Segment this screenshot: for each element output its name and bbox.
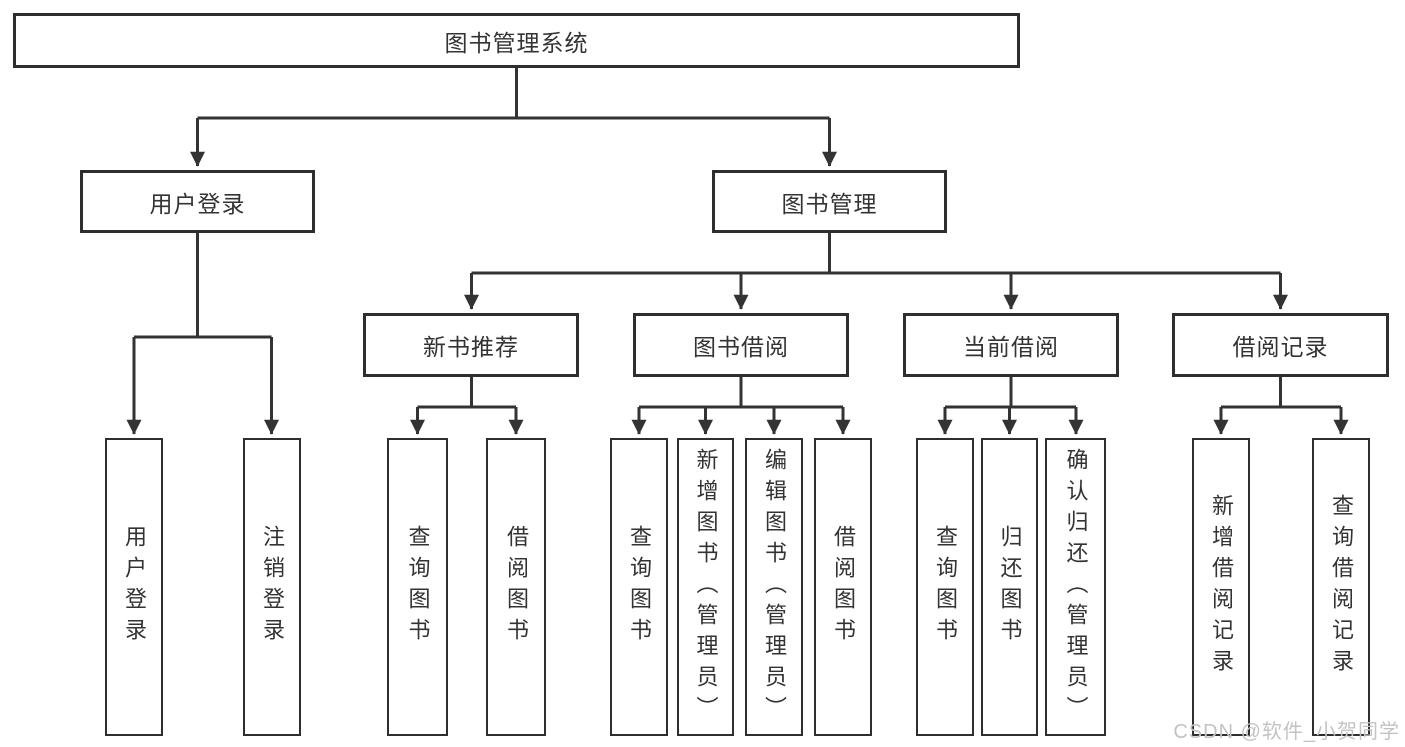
leaf-logout-label: 注销登录: [260, 525, 285, 649]
leaf-user-login-label: 用户登录: [122, 525, 147, 649]
leaf-current-return-books: 归还图书: [981, 438, 1038, 736]
leaf-user-login: 用户登录: [105, 438, 163, 736]
leaf-records-add-record: 新增借阅记录: [1192, 438, 1250, 736]
leaf-records-add-record-label: 新增借阅记录: [1209, 494, 1234, 680]
leaf-borrowing-edit-books-admin-label: 编辑图书（管理员）: [762, 447, 787, 727]
csdn-watermark: CSDN @软件_小贺同学: [1173, 721, 1400, 743]
node-book-management-label: 图书管理: [781, 190, 878, 217]
leaf-current-query-books: 查询图书: [916, 438, 974, 736]
leaf-current-return-books-label: 归还图书: [997, 525, 1023, 649]
leaf-current-confirm-return-admin-label: 确认归还（管理员）: [1063, 447, 1089, 727]
node-user-login: 用户登录: [80, 170, 315, 233]
leaf-borrowing-borrow-books: 借阅图书: [814, 438, 872, 736]
node-root-label: 图书管理系统: [444, 29, 589, 56]
leaf-logout: 注销登录: [243, 438, 301, 736]
node-root-system: 图书管理系统: [13, 13, 1020, 68]
leaf-recommend-borrow-books: 借阅图书: [486, 438, 546, 736]
node-new-book-recommend: 新书推荐: [363, 313, 579, 377]
leaf-borrowing-edit-books-admin: 编辑图书（管理员）: [745, 438, 803, 736]
node-book-borrowing: 图书借阅: [633, 313, 849, 377]
leaf-borrowing-add-books-admin: 新增图书（管理员）: [677, 438, 734, 736]
node-current-borrowing: 当前借阅: [903, 313, 1119, 377]
node-borrowing-records: 借阅记录: [1172, 313, 1389, 377]
leaf-recommend-query-books-label: 查询图书: [405, 525, 431, 649]
node-new-book-recommend-label: 新书推荐: [423, 334, 519, 360]
leaf-records-query-record-label: 查询借阅记录: [1329, 494, 1354, 680]
leaf-borrowing-add-books-admin-label: 新增图书（管理员）: [693, 447, 719, 727]
node-current-borrowing-label: 当前借阅: [963, 334, 1059, 360]
leaf-current-query-books-label: 查询图书: [933, 525, 958, 649]
node-user-login-label: 用户登录: [149, 190, 246, 217]
node-borrowing-records-label: 借阅记录: [1232, 334, 1329, 360]
leaf-borrowing-borrow-books-label: 借阅图书: [831, 525, 856, 649]
leaf-records-query-record: 查询借阅记录: [1312, 438, 1370, 736]
node-book-management: 图书管理: [712, 170, 947, 233]
leaf-borrowing-query-books-label: 查询图书: [627, 525, 652, 649]
leaf-current-confirm-return-admin: 确认归还（管理员）: [1045, 438, 1106, 736]
node-book-borrowing-label: 图书借阅: [693, 334, 789, 360]
leaf-recommend-query-books: 查询图书: [387, 438, 448, 736]
leaf-recommend-borrow-books-label: 借阅图书: [504, 525, 529, 649]
leaf-borrowing-query-books: 查询图书: [610, 438, 668, 736]
